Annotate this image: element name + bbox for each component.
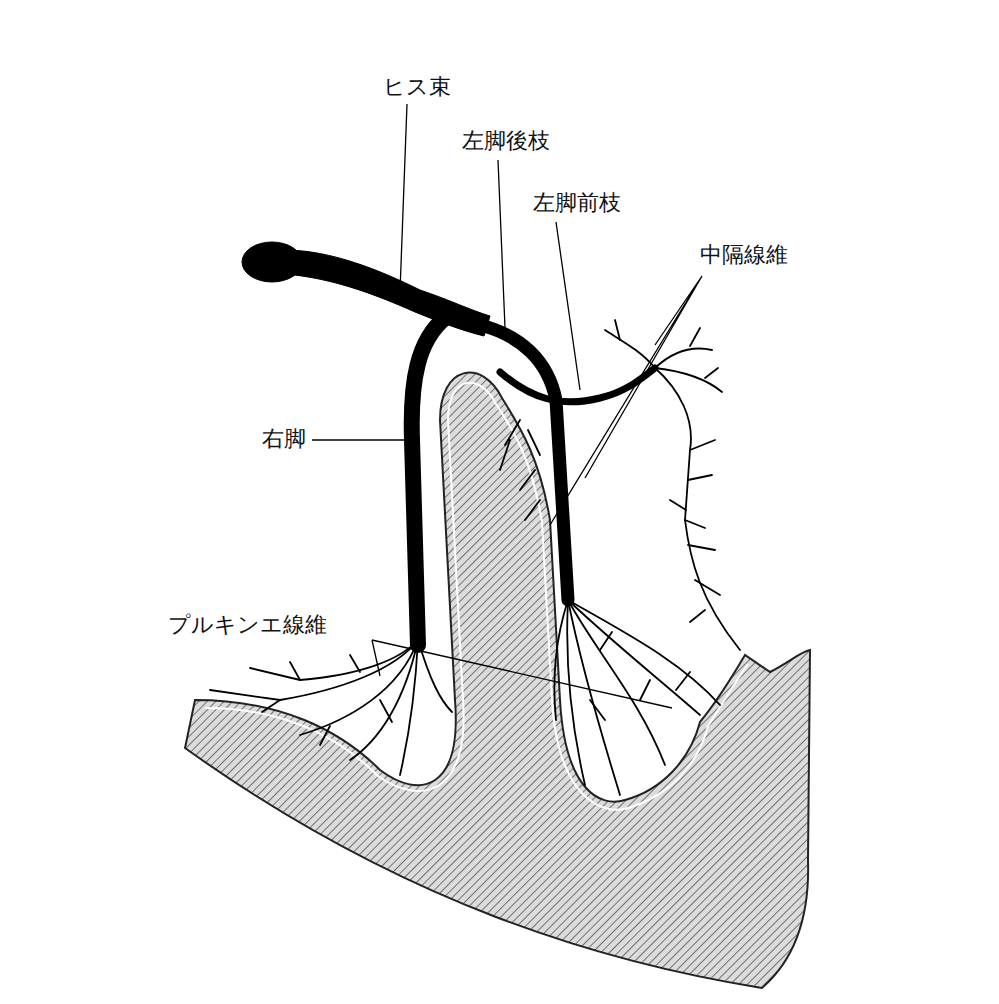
- label-purkinje: プルキンエ線維: [168, 612, 327, 638]
- left-posterior-fascicle: [480, 325, 568, 600]
- purkinje-fibres: [210, 320, 740, 795]
- label-septal: 中隔線維: [700, 242, 788, 268]
- right-bundle: [412, 318, 445, 645]
- label-laf: 左脚前枝: [533, 190, 621, 216]
- leader-lines: [312, 104, 702, 708]
- label-lpf: 左脚後枝: [462, 128, 550, 154]
- label-rb: 右脚: [262, 426, 306, 452]
- his-bundle: [242, 242, 490, 336]
- endocardium-line: [205, 383, 748, 810]
- label-his: ヒス束: [383, 74, 451, 100]
- myocardium: [185, 373, 810, 988]
